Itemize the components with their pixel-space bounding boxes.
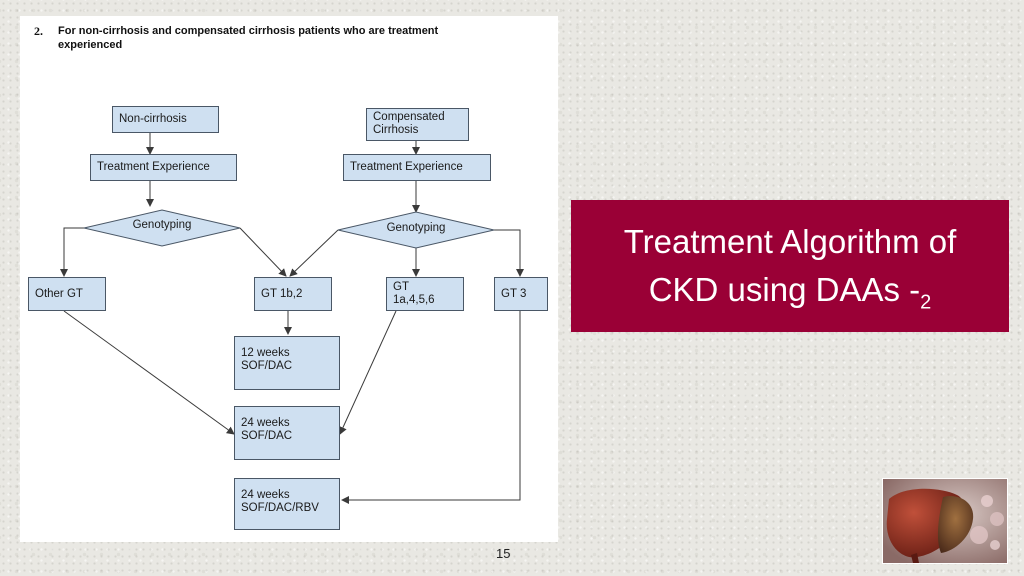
arrow-genotyping-right-to-gt3 — [494, 229, 524, 277]
arrow-genotyping-left-to-othergt — [60, 227, 84, 277]
diagram-heading: For non-cirrhosis and compensated cirrho… — [58, 25, 439, 51]
arrow-genotyping-left-to-gt1b2 — [239, 227, 287, 277]
slide-title-box: Treatment Algorithm of CKD using DAAs -2 — [571, 200, 1009, 332]
genotyping-right-label: Genotyping — [386, 222, 446, 234]
node-12-weeks-sof-dac: 12 weeks SOF/DAC — [234, 336, 340, 390]
slide-title-line2-text: CKD using DAAs - — [648, 271, 921, 308]
arrow-genotyping-right-to-gt1b2 — [289, 229, 339, 277]
node-gt-3: GT 3 — [494, 277, 548, 311]
arrow-gt3-to-24weeks-rbv — [341, 311, 521, 504]
node-other-gt: Other GT — [28, 277, 106, 311]
node-compensated-cirrhosis: Compensated Cirrhosis — [366, 108, 469, 141]
slide-title-line1: Treatment Algorithm of — [623, 223, 957, 260]
liver-illustration-image — [882, 478, 1008, 564]
slide-title-line2: CKD using DAAs -2 — [571, 266, 1009, 314]
arrow-gt1a456-to-24weeks — [339, 310, 397, 435]
node-treatment-experience-left: Treatment Experience — [90, 154, 237, 181]
genotyping-right-diamond — [337, 211, 495, 249]
arrow-othergt-to-24weeks — [63, 310, 235, 435]
genotyping-left-label: Genotyping — [132, 219, 192, 231]
node-gt-1a456: GT 1a,4,5,6 — [386, 277, 464, 311]
node-24-weeks-sof-dac-rbv: 24 weeks SOF/DAC/RBV — [234, 478, 340, 530]
node-non-cirrhosis: Non-cirrhosis — [112, 106, 219, 133]
flowchart-connectors — [60, 132, 524, 504]
genotyping-left-diamond — [83, 209, 241, 247]
slide-title-subscript: 2 — [920, 291, 932, 314]
flowchart-panel: 2. For non-cirrhosis and compensated cir… — [20, 16, 558, 542]
page-number: 15 — [496, 546, 511, 561]
liver-icon — [883, 479, 1007, 563]
node-24-weeks-sof-dac: 24 weeks SOF/DAC — [234, 406, 340, 460]
heading-number: 2. — [34, 24, 43, 38]
node-gt-1b2: GT 1b,2 — [254, 277, 332, 311]
node-treatment-experience-right: Treatment Experience — [343, 154, 491, 181]
